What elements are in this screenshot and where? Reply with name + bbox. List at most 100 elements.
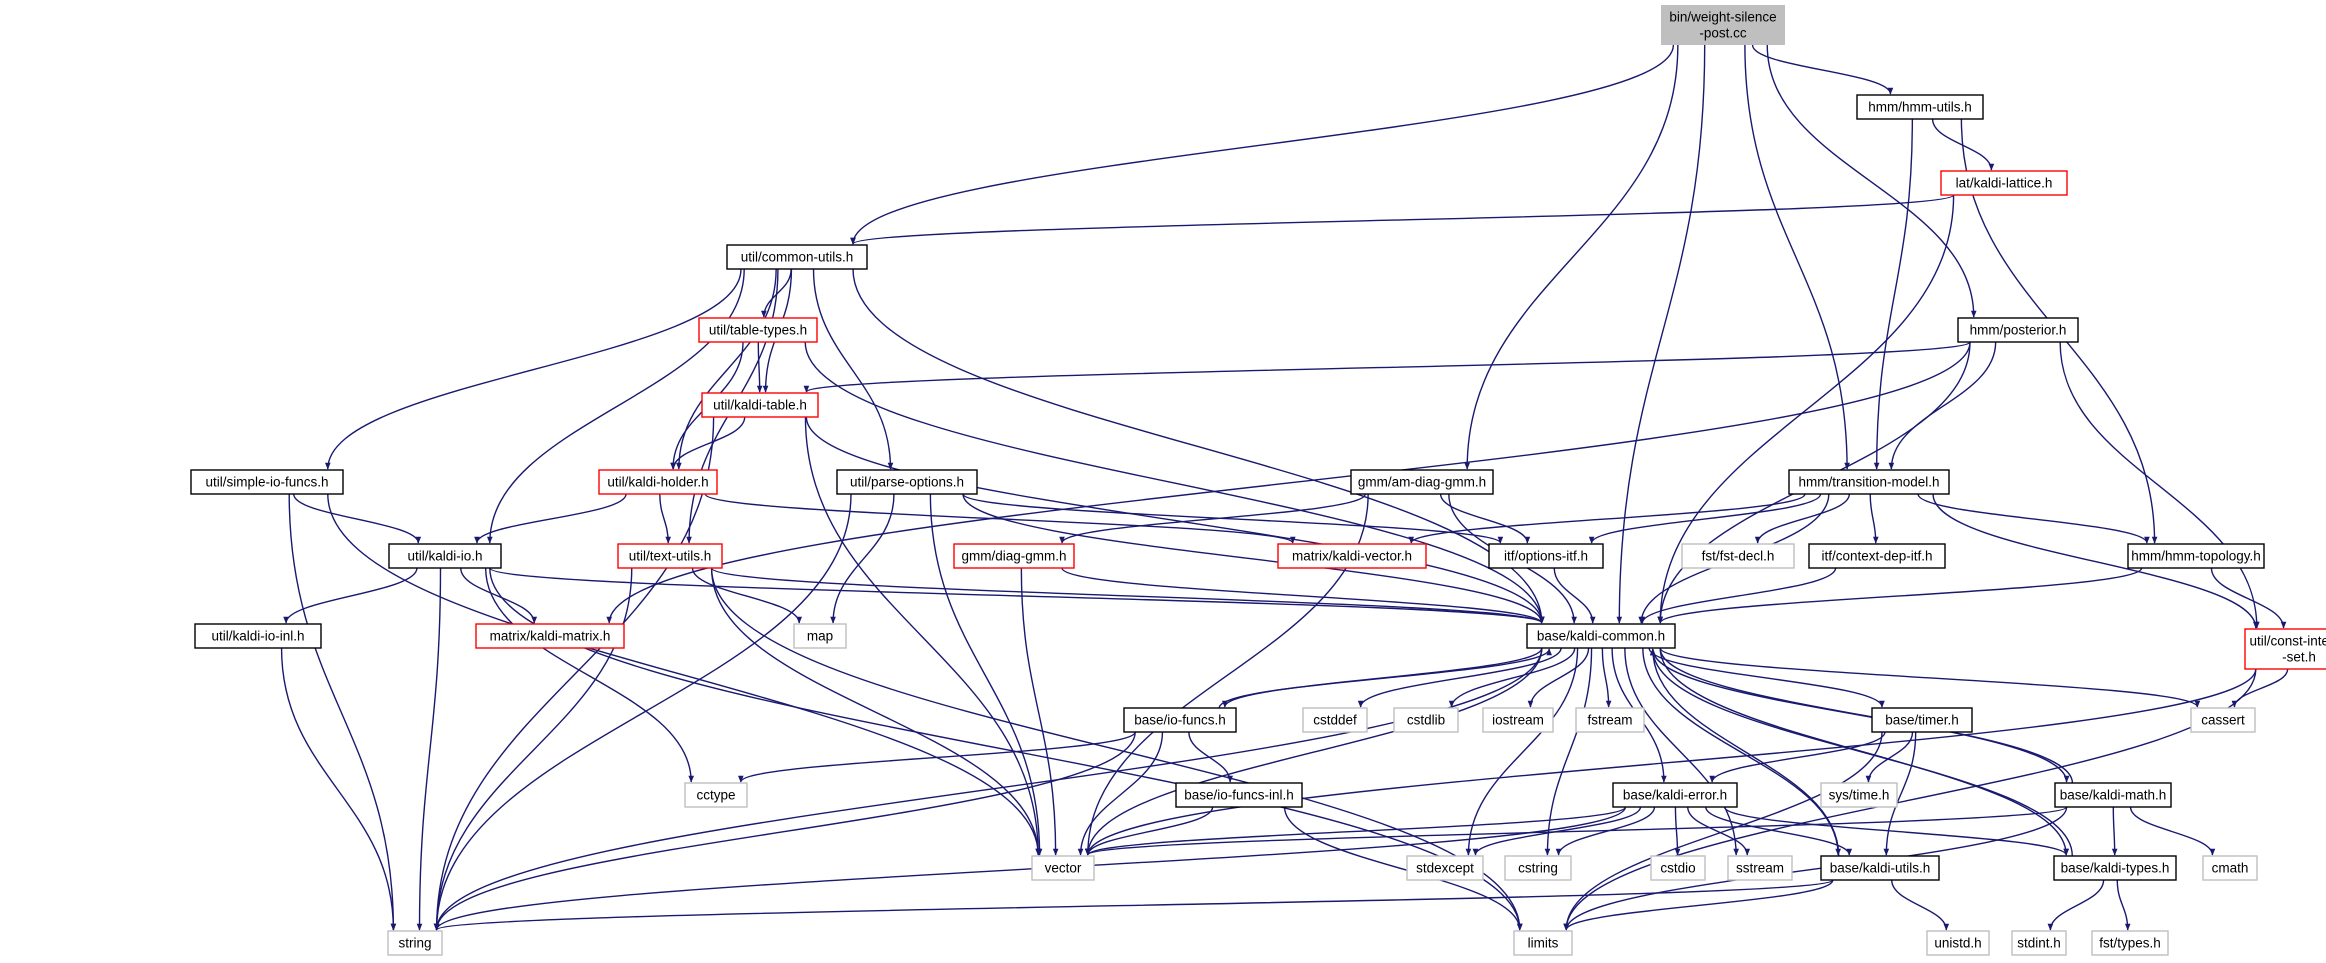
node-fsttypes: fst/types.h bbox=[2091, 930, 2169, 956]
edge-iofuncs-to-basecommon bbox=[1218, 648, 1552, 709]
node-diaggmm[interactable]: gmm/diag-gmm.h bbox=[953, 543, 1075, 569]
node-box bbox=[1406, 855, 1484, 881]
edge-root-to-amdiag bbox=[1464, 44, 1679, 470]
node-box bbox=[1940, 170, 2068, 196]
node-constint[interactable]: util/const-integer-set.h bbox=[2244, 628, 2326, 670]
edge-textutils-to-map bbox=[691, 567, 802, 624]
edge-kaldiio-to-basecommon bbox=[489, 567, 1545, 624]
node-simpleio[interactable]: util/simple-io-funcs.h bbox=[190, 469, 344, 495]
node-kaldiio[interactable]: util/kaldi-io.h bbox=[388, 543, 502, 569]
node-latlat[interactable]: lat/kaldi-lattice.h bbox=[1940, 170, 2068, 196]
node-box bbox=[617, 543, 723, 569]
node-tabletypes[interactable]: util/table-types.h bbox=[698, 317, 818, 343]
node-posterior[interactable]: hmm/posterior.h bbox=[1957, 317, 2079, 343]
edge-transmodel-to-constint bbox=[1932, 493, 2259, 629]
edge-kaldierror-to-cstring bbox=[1555, 806, 1656, 856]
node-label: util/parse-options.h bbox=[850, 475, 964, 490]
node-box bbox=[190, 469, 344, 495]
node-kaldivector[interactable]: matrix/kaldi-vector.h bbox=[1277, 543, 1427, 569]
node-hmmtopo[interactable]: hmm/hmm-topology.h bbox=[2127, 543, 2265, 569]
edge-hmmutils-to-transmodel bbox=[1873, 118, 1914, 470]
node-label: limits bbox=[1528, 936, 1559, 951]
edge-commonutils-to-tabletypes bbox=[761, 268, 792, 318]
node-box bbox=[836, 469, 978, 495]
edge-kaldiholder-to-kaldiio bbox=[474, 493, 627, 544]
node-label: iostream bbox=[1492, 713, 1544, 728]
edge-timer-to-limits bbox=[1563, 731, 1883, 931]
edge-kaldiioinl-to-string bbox=[280, 647, 397, 931]
edge-iofuncs-to-cctype bbox=[738, 731, 1136, 783]
node-kaldiioinl[interactable]: util/kaldi-io-inl.h bbox=[194, 623, 322, 649]
edge-kaldierror-to-vector bbox=[1085, 806, 1627, 856]
node-label: fst/types.h bbox=[2099, 936, 2161, 951]
node-box bbox=[1350, 469, 1494, 495]
node-label: util/table-types.h bbox=[709, 323, 807, 338]
node-box bbox=[1504, 855, 1572, 881]
node-parseopts[interactable]: util/parse-options.h bbox=[836, 469, 978, 495]
edge-basecommon-to-cstddef bbox=[1357, 647, 1562, 708]
edge-kaldimath-to-limits bbox=[1563, 806, 2068, 931]
node-box bbox=[475, 623, 625, 649]
edge-root-to-basecommon bbox=[1616, 44, 1706, 624]
node-kaldiholder[interactable]: util/kaldi-holder.h bbox=[598, 469, 718, 495]
edge-diaggmm-to-vector bbox=[1020, 567, 1059, 856]
node-optionsitf[interactable]: itf/options-itf.h bbox=[1488, 543, 1604, 569]
edge-kaldimath-to-vector bbox=[1085, 806, 2068, 856]
node-label: cstring bbox=[1518, 861, 1558, 876]
edge-parseopts-to-basecommon bbox=[962, 493, 1545, 624]
edge-root-to-transmodel bbox=[1744, 44, 1850, 470]
node-kaldierror[interactable]: base/kaldi-error.h bbox=[1612, 782, 1738, 808]
node-contextdep[interactable]: itf/context-dep-itf.h bbox=[1808, 543, 1946, 569]
node-kalditable[interactable]: util/kaldi-table.h bbox=[701, 392, 819, 418]
node-commonutils[interactable]: util/common-utils.h bbox=[726, 244, 868, 270]
node-cmath: cmath bbox=[2202, 855, 2258, 881]
edge-constint-to-vector bbox=[1085, 668, 2257, 856]
edge-transmodel-to-fstdecl bbox=[1754, 493, 1851, 544]
node-label: itf/options-itf.h bbox=[1504, 549, 1588, 564]
edge-optionsitf-to-basecommon bbox=[1553, 567, 1596, 624]
node-iofuncs[interactable]: base/io-funcs.h bbox=[1123, 707, 1237, 733]
node-box bbox=[1123, 707, 1237, 733]
node-iofuncsinl[interactable]: base/io-funcs-inl.h bbox=[1175, 782, 1303, 808]
node-label: gmm/am-diag-gmm.h bbox=[1358, 475, 1486, 490]
node-label: sys/time.h bbox=[1829, 788, 1890, 803]
node-box bbox=[2244, 628, 2326, 670]
node-kaldiutils[interactable]: base/kaldi-utils.h bbox=[1820, 855, 1940, 881]
node-box bbox=[1482, 707, 1554, 733]
node-box bbox=[1820, 855, 1940, 881]
node-root[interactable]: bin/weight-silence-post.cc bbox=[1661, 5, 1785, 45]
node-transmodel[interactable]: hmm/transition-model.h bbox=[1788, 469, 1950, 495]
edge-transmodel-to-contextdep bbox=[1869, 493, 1879, 544]
edge-kalditable-to-kaldiholder bbox=[670, 416, 746, 470]
node-stdexcept: stdexcept bbox=[1406, 855, 1484, 881]
edge-amdiag-to-diaggmm bbox=[1059, 493, 1366, 544]
node-box bbox=[2053, 855, 2177, 881]
node-label: stdexcept bbox=[1416, 861, 1474, 876]
node-textutils[interactable]: util/text-utils.h bbox=[617, 543, 723, 569]
node-kaldimatrix[interactable]: matrix/kaldi-matrix.h bbox=[475, 623, 625, 649]
node-box bbox=[2127, 543, 2265, 569]
node-box bbox=[1175, 782, 1303, 808]
node-timer[interactable]: base/timer.h bbox=[1871, 707, 1973, 733]
node-label: sstream bbox=[1736, 861, 1784, 876]
node-basecommon[interactable]: base/kaldi-common.h bbox=[1526, 623, 1676, 649]
node-box bbox=[1727, 855, 1793, 881]
node-cstdio: cstdio bbox=[1650, 855, 1706, 881]
node-label: hmm/hmm-topology.h bbox=[2131, 549, 2261, 564]
node-amdiag[interactable]: gmm/am-diag-gmm.h bbox=[1350, 469, 1494, 495]
edge-kaldiutils-to-unistd bbox=[1891, 879, 1950, 931]
node-hmmutils[interactable]: hmm/hmm-utils.h bbox=[1856, 94, 1984, 120]
edge-kalditable-to-basecommon bbox=[805, 416, 1545, 624]
node-label: fstream bbox=[1587, 713, 1632, 728]
node-label: cassert bbox=[2201, 713, 2245, 728]
node-kalditypes[interactable]: base/kaldi-types.h bbox=[2053, 855, 2177, 881]
node-box bbox=[1526, 623, 1676, 649]
edge-kaldiio-to-kaldimatrix bbox=[460, 567, 538, 624]
node-label: -set.h bbox=[2282, 650, 2316, 665]
node-kaldimath[interactable]: base/kaldi-math.h bbox=[2054, 782, 2172, 808]
node-label: util/const-integer bbox=[2249, 634, 2326, 649]
node-cstring: cstring bbox=[1504, 855, 1572, 881]
node-box bbox=[793, 623, 847, 649]
edge-posterior-to-constint bbox=[2059, 341, 2260, 629]
edge-kaldierror-to-kalditypes bbox=[1723, 806, 2069, 856]
